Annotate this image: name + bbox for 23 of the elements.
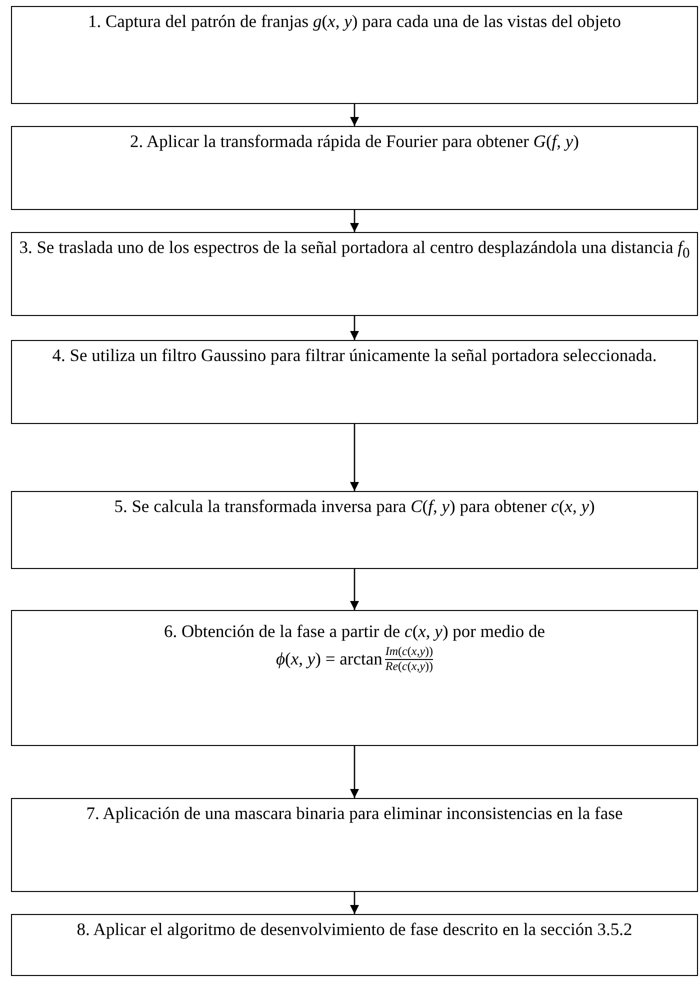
step-text: 1. Captura del patrón de franjas g(x, y) para cada una de las vistas del objeto [86, 11, 622, 33]
process-box [11, 126, 698, 210]
arrow [350, 569, 360, 610]
arrow [350, 104, 360, 126]
process-box [11, 6, 698, 104]
step-text: 5. Se calcula la transformada inversa para C(f, y) para obtener c(x, y) [113, 496, 596, 518]
process-box [11, 914, 698, 976]
process-box [11, 340, 698, 424]
process-box [11, 232, 698, 316]
arrow [350, 746, 360, 798]
step-text: 3. Se traslada uno de los espectros de la señal portadora al centro desplazándola una distancia f$_{0}$ [18, 237, 691, 263]
process-box [11, 798, 698, 892]
arrow [350, 210, 360, 232]
step-text: 6. Obtención de la fase a partir de c(x, y) por medio de [163, 621, 546, 643]
process-box [11, 610, 698, 746]
arrow [350, 424, 360, 491]
step-text: 4. Se utiliza un filtro Gaussino para filtrar únicamente la señal portadora seleccionada. [51, 345, 658, 367]
step-text: 2. Aplicar la transformada rápida de Fourier para obtener G(f, y) [128, 131, 580, 153]
step-text: 7. Aplicación de una mascara binaria para eliminar inconsistencias en la fase [85, 803, 624, 825]
arrow [350, 316, 360, 340]
arrow [350, 892, 360, 914]
process-box [11, 491, 698, 569]
step-text: 8. Aplicar el algoritmo de desenvolvimiento de fase descrito en la sección 3.5.2 [76, 919, 634, 941]
